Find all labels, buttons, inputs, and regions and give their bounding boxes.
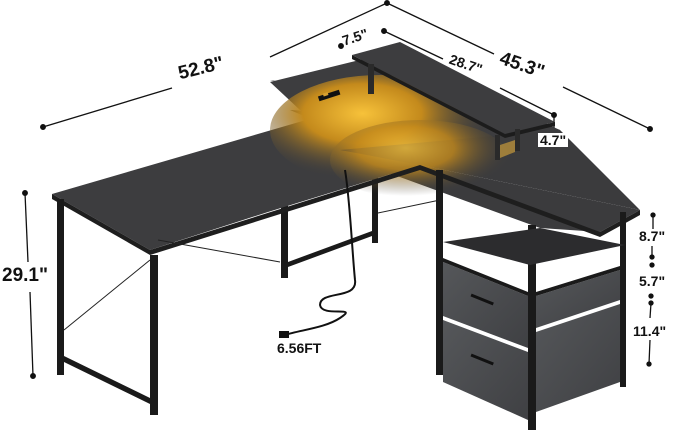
shelf-height-label: 4.7"	[538, 132, 569, 148]
dimension-lines	[22, 0, 656, 379]
top-drawer-height-label: 5.7"	[637, 273, 668, 289]
bottom-drawer-height-label: 11.4"	[631, 323, 669, 339]
desk-height-label: 29.1"	[0, 265, 50, 286]
desktop	[52, 55, 640, 255]
desk-frame-front	[57, 170, 626, 430]
monitor-shelf	[352, 42, 555, 160]
open-shelf-height-label: 8.7"	[637, 228, 668, 244]
drawer-cabinet	[443, 228, 625, 420]
power-cord	[279, 169, 357, 338]
cord-length-label: 6.56FT	[277, 340, 322, 356]
